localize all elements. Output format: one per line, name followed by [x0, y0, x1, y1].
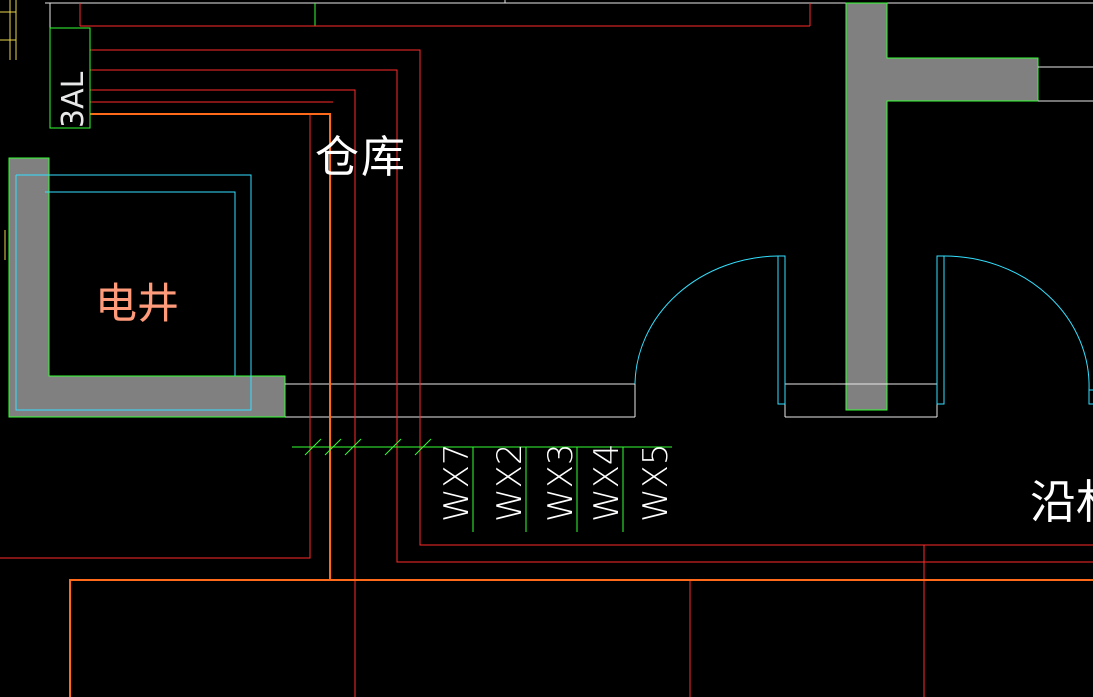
circuit-label-wx4: WX4: [587, 443, 627, 522]
doors: [634, 255, 1093, 405]
room-label-warehouse: 仓库: [315, 132, 407, 183]
door-swing-left: [634, 255, 779, 385]
door-swing-right: [943, 255, 1090, 391]
circuit-label-wx5: WX5: [636, 443, 676, 522]
room-label-partial: 沿札: [1030, 475, 1093, 529]
top-lines: [45, 0, 1093, 28]
panel-3al[interactable]: 3AL: [49, 27, 91, 129]
panel-box: [49, 27, 91, 129]
door-leaf-left: [777, 255, 786, 405]
door-jamb-right: [1088, 389, 1093, 405]
circuit-label-wx7: WX7: [437, 443, 477, 522]
wall-segments: [8, 2, 1039, 418]
door-leaf-right: [936, 255, 945, 405]
room-label-electric-shaft: 电井: [95, 279, 179, 328]
panel-label: 3AL: [56, 71, 91, 128]
wall-shaft-l: [8, 157, 286, 418]
red-wiring: [0, 49, 1093, 697]
shaft-inner-lines: [15, 174, 252, 411]
circuit-label-wx3: WX3: [541, 443, 581, 522]
orange-feeder: [69, 113, 1093, 697]
feeder-ticks: [292, 438, 672, 532]
circuit-label-wx2: WX2: [490, 443, 530, 522]
left-edge-lines: [0, 0, 17, 260]
